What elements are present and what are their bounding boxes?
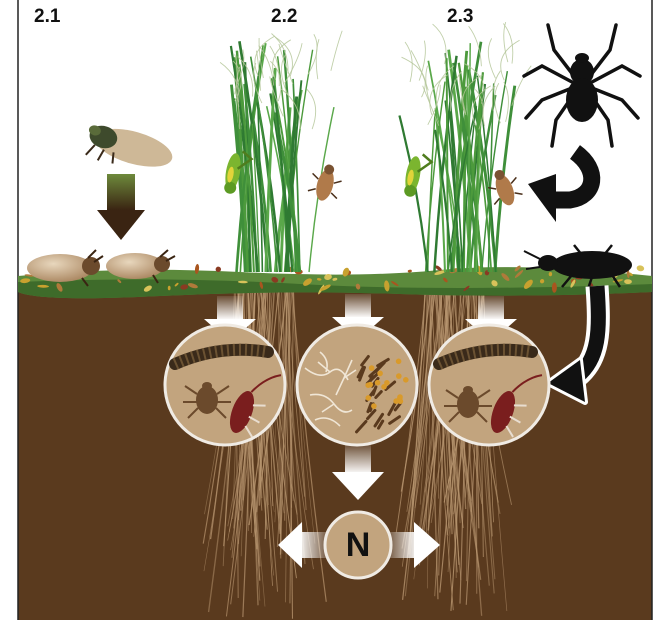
- mite-icon: [444, 386, 492, 423]
- down-arrow-icon: [97, 174, 145, 240]
- larvae-icon: [27, 249, 176, 287]
- flow-arrow: [332, 444, 384, 500]
- beetle-icon: [307, 164, 342, 201]
- detritivore-circle-2: [427, 323, 551, 447]
- detritivore-circle-1: [163, 323, 287, 447]
- fungal-circle: [295, 323, 419, 447]
- red-bug-icon: [229, 374, 282, 438]
- ground-litter: [18, 263, 652, 299]
- cicada-icon: [85, 125, 173, 167]
- nutrient-icon: [323, 510, 393, 580]
- millipede-icon: [433, 343, 538, 370]
- grasshopper-icon: [224, 150, 254, 194]
- red-bug-icon: [490, 374, 543, 438]
- mite-icon: [183, 382, 231, 419]
- grass-clump-2-2: [219, 30, 343, 273]
- grass-clump-2-3: [398, 21, 532, 273]
- ground-beetle-icon: [523, 244, 632, 290]
- panel-label-2-3: 2.3: [447, 6, 474, 27]
- panel-label-2-1: 2.1: [34, 6, 61, 27]
- fungal-hyphae-icon: [304, 351, 357, 427]
- nutrient-release: [278, 510, 440, 580]
- nutrient-label: N: [345, 526, 371, 564]
- panel-label-2-2: 2.2: [271, 6, 298, 27]
- curved-arrow-icon: [528, 145, 601, 222]
- millipede-icon: [169, 343, 274, 370]
- grasshopper-icon: [404, 153, 434, 197]
- beetle-icon: [488, 169, 523, 206]
- curved-arrow-icon: [545, 285, 610, 405]
- spider-icon: [522, 23, 642, 148]
